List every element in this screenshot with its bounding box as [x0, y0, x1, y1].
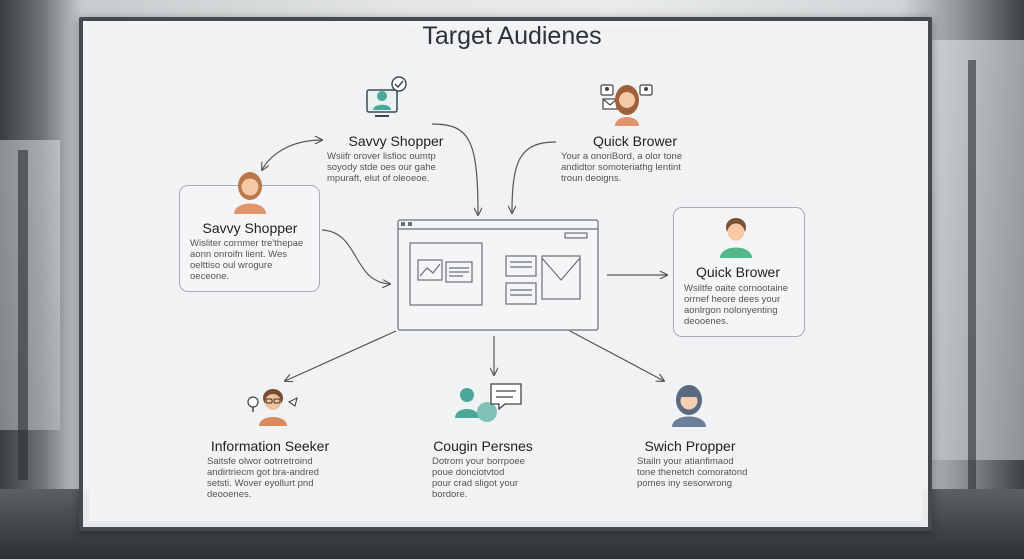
avatar-swich-propper-icon: [672, 385, 706, 427]
node-desc-quick-top: Your a onoriBord, a olor tone andidtor s…: [561, 151, 683, 184]
avatar-savvy-shopper-icon: [234, 172, 266, 214]
node-desc-swich-propper: Stailn your atianfimaod tone thenetch co…: [637, 456, 748, 489]
chat-users-icon: [455, 383, 522, 422]
background-pillar-right: [968, 60, 976, 500]
arrow-quick-top-to-screen: [512, 141, 557, 213]
node-title-information-seeker: Information Seeker: [210, 438, 330, 454]
node-desc-cougin-persnes: Dotrom your borrpoee poue donciotvtod po…: [432, 456, 525, 500]
node-title-quick-top: Quick Brower: [592, 133, 678, 149]
node-title-swich-propper: Swich Propper: [644, 438, 736, 454]
page-title: Target Audienes: [422, 22, 602, 50]
arrow-savvy-top-to-savvy-left: [262, 140, 322, 170]
node-title-savvy-top: Savvy Shopper: [348, 133, 444, 149]
monitor-user-icon: [366, 76, 407, 117]
avatar-quick-brower-icon: [720, 218, 752, 258]
arrow-savvy-top-to-screen: [431, 123, 478, 215]
arrow-screen-to-info-seeker: [285, 330, 397, 381]
arrow-savvy-left-to-screen: [321, 229, 390, 284]
card-savvy-shopper-left: [179, 185, 320, 292]
node-title-savvy-left: Savvy Shopper: [202, 220, 298, 236]
node-desc-information-seeker: Saitsfe olwor ootrretroind andirtriecm g…: [207, 456, 319, 500]
node-title-cougin-persnes: Cougin Persnes: [433, 438, 533, 454]
node-desc-savvy-left: Wisliter cornmer tre'thepae aonn onroifn…: [190, 238, 304, 282]
background-window-right: [930, 40, 1024, 460]
node-desc-quick-right: Wsiltfe oaite cornootaine orrnef heore d…: [684, 283, 789, 327]
node-desc-savvy-top: Wsiifr orover lisfioc oumtp soyody stde …: [327, 151, 436, 184]
background-window-left: [0, 140, 60, 430]
arrow-screen-to-swich: [569, 330, 664, 381]
background-pillar-left: [18, 150, 28, 480]
browser-window-icon: [397, 219, 599, 331]
node-title-quick-right: Quick Brower: [695, 264, 781, 280]
avatar-information-seeker-icon: [247, 389, 298, 426]
avatar-quick-brower-top-icon: [600, 84, 653, 126]
